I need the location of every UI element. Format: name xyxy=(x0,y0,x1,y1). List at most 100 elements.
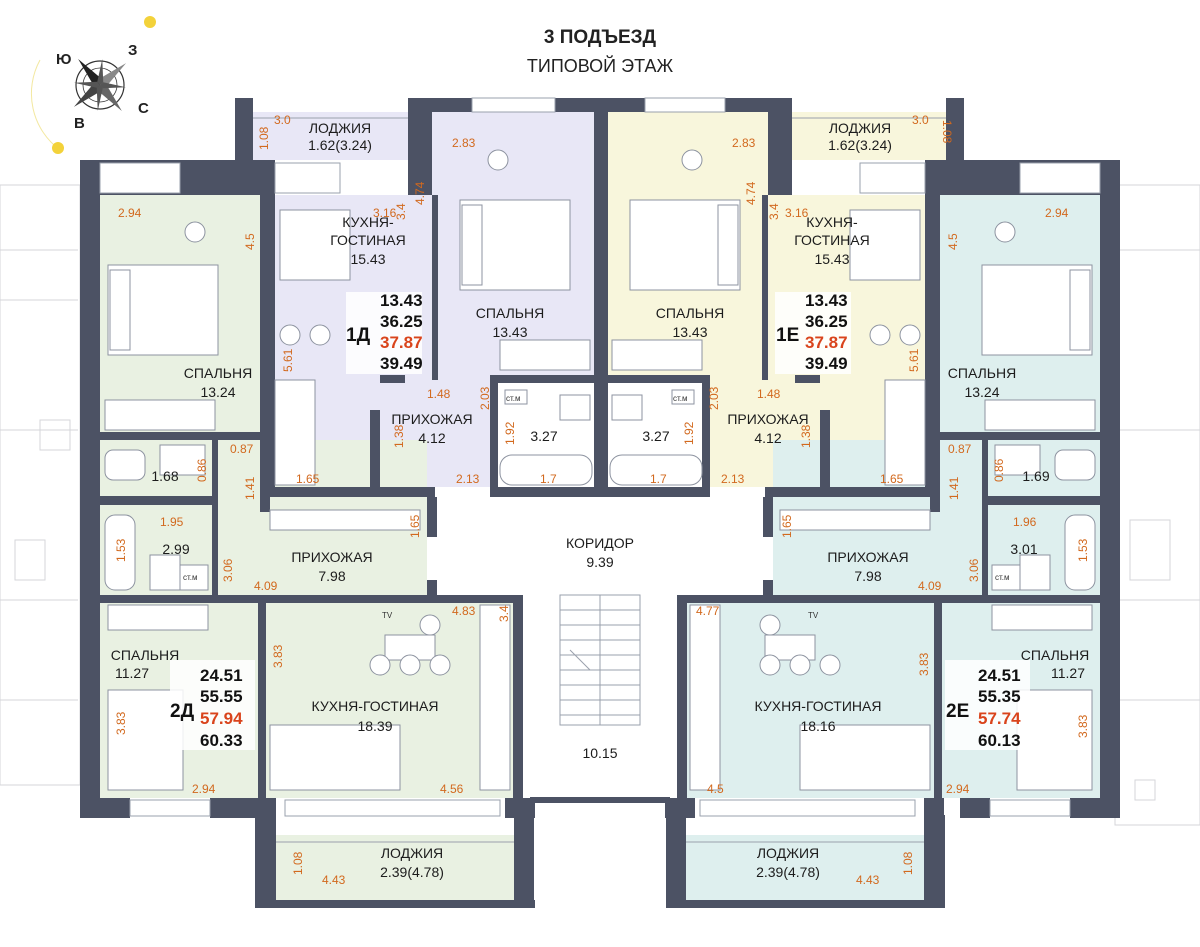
loggia-bl-area: 2.39(4.78) xyxy=(380,864,444,880)
hall-2e-name: ПРИХОЖАЯ xyxy=(827,549,908,565)
dim-label: 3.4 xyxy=(767,203,781,220)
dim-label: 1.65 xyxy=(408,514,422,538)
bed-2e-top-name: СПАЛЬНЯ xyxy=(948,365,1016,381)
dim-label: 3.16 xyxy=(785,206,809,220)
kitchen-2d-name: КУХНЯ-ГОСТИНАЯ xyxy=(312,698,439,714)
dim-label: 4.74 xyxy=(413,181,427,205)
loggia-bl-fill xyxy=(276,835,514,900)
dim-label: 0.87 xyxy=(230,442,254,456)
dim-label: 1.7 xyxy=(650,472,667,486)
dim-label: 4.5 xyxy=(707,782,724,796)
apt-1d-area-living: 13.43 xyxy=(380,291,423,310)
apartment-1d-info: 1Д 13.43 36.25 37.87 39.49 xyxy=(346,291,423,374)
dimensions-vertical: 1.08 1.08 4.74 4.74 3.4 3.4 4.5 4.5 5.61… xyxy=(114,120,1090,875)
apt-2d-area-total: 55.55 xyxy=(200,687,243,706)
bed-2e-top-area: 13.24 xyxy=(964,384,999,400)
dim-label: 2.94 xyxy=(1045,206,1069,220)
apt-1e-area-living: 13.43 xyxy=(805,291,848,310)
bed-2d-bottom-name: СПАЛЬНЯ xyxy=(111,647,179,663)
dim-label: 3.06 xyxy=(967,558,981,582)
kitchen-2e-name: КУХНЯ-ГОСТИНАЯ xyxy=(755,698,882,714)
kitchen-1e-name1: КУХНЯ- xyxy=(806,214,858,230)
dim-label: 2.03 xyxy=(707,386,721,410)
loggia-tl-name: ЛОДЖИЯ xyxy=(309,120,371,136)
dim-label: 1.96 xyxy=(1013,515,1037,529)
dim-label: 4.5 xyxy=(243,233,257,250)
stm-label: ст.м xyxy=(673,394,688,403)
dim-label: 1.38 xyxy=(799,424,813,448)
dim-label: 1.53 xyxy=(114,538,128,562)
fixtures xyxy=(104,117,1096,843)
loggia-br-fill xyxy=(686,835,924,900)
stm-label: ст.м xyxy=(995,573,1010,582)
apt-1e-area-loggia: 37.87 xyxy=(805,333,848,352)
neighbor-section-right xyxy=(1114,184,1200,826)
dim-label: 4.43 xyxy=(322,873,346,887)
windows xyxy=(99,97,1101,817)
apt-1d-area-total: 36.25 xyxy=(380,312,423,331)
dim-label: 1.08 xyxy=(940,120,954,144)
dim-label: 4.77 xyxy=(696,604,720,618)
dim-label: 2.13 xyxy=(456,472,480,486)
kitchen-2d-area: 18.39 xyxy=(357,718,392,734)
dim-label: 1.65 xyxy=(780,514,794,538)
fixture-labels: ст.м ст.м ст.м ст.м TV TV xyxy=(183,394,1010,620)
stm-label: ст.м xyxy=(183,573,198,582)
dim-label: 1.08 xyxy=(291,851,305,875)
apt-1d-area-full: 39.49 xyxy=(380,354,423,373)
staircase xyxy=(559,594,641,726)
bath-1e-area: 3.27 xyxy=(642,428,669,444)
compass-north: С xyxy=(138,100,149,117)
bath-2d-area: 2.99 xyxy=(162,541,189,557)
kitchen-1d-name2: ГОСТИНАЯ xyxy=(330,232,406,248)
apt-2d-tag: 2Д xyxy=(170,701,195,722)
stm-label: ст.м xyxy=(506,394,521,403)
tv-label: TV xyxy=(382,611,393,620)
loggia-tr-name: ЛОДЖИЯ xyxy=(829,120,891,136)
dim-label: 1.08 xyxy=(257,126,271,150)
bed-2d-top-name: СПАЛЬНЯ xyxy=(184,365,252,381)
bed-1d-area: 13.43 xyxy=(492,324,527,340)
room-labels: ЛОДЖИЯ 1.62(3.24) ЛОДЖИЯ 1.62(3.24) КУХН… xyxy=(111,120,1089,880)
loggia-br-area: 2.39(4.78) xyxy=(756,864,820,880)
dim-label: 4.83 xyxy=(452,604,476,618)
dim-label: 1.48 xyxy=(427,387,451,401)
neighbor-section-left xyxy=(0,184,81,786)
dim-label: 1.41 xyxy=(243,476,257,500)
apt-2e-area-total: 55.35 xyxy=(978,687,1021,706)
dimensions: 3.0 3.0 2.83 2.83 3.16 3.16 2.94 2.94 1.… xyxy=(118,113,1069,887)
dim-label: 2.83 xyxy=(452,136,476,150)
kitchen-1d-name1: КУХНЯ- xyxy=(342,214,394,230)
apt-1d-tag: 1Д xyxy=(346,325,371,346)
loggia-tl-area: 1.62(3.24) xyxy=(308,137,372,153)
dim-label: 3.4 xyxy=(497,605,511,622)
bed-2e-bottom-name: СПАЛЬНЯ xyxy=(1021,647,1089,663)
dim-label: 2.13 xyxy=(721,472,745,486)
dim-label: 1.65 xyxy=(880,472,904,486)
hall-1e-name: ПРИХОЖАЯ xyxy=(727,411,808,427)
tv-label: TV xyxy=(808,611,819,620)
hall-1d-name: ПРИХОЖАЯ xyxy=(391,411,472,427)
bed-1e-name: СПАЛЬНЯ xyxy=(656,305,724,321)
dim-label: 3.83 xyxy=(917,652,931,676)
dim-label: 4.5 xyxy=(946,233,960,250)
dim-label: 1.41 xyxy=(947,476,961,500)
compass-west: З xyxy=(128,42,137,59)
bath-2e-area: 3.01 xyxy=(1010,541,1037,557)
loggia-tr-fill xyxy=(792,112,946,160)
bed-2d-bottom-area: 11.27 xyxy=(115,665,149,681)
dim-label: 1.92 xyxy=(682,421,696,445)
kitchen-1e-area: 15.43 xyxy=(814,251,849,267)
apt-1e-tag: 1Е xyxy=(776,325,799,346)
stairs-area: 10.15 xyxy=(582,745,617,761)
dim-label: 2.94 xyxy=(946,782,970,796)
loggia-br-name: ЛОДЖИЯ xyxy=(757,845,819,861)
dim-label: 0.86 xyxy=(195,458,209,482)
dim-label: 4.43 xyxy=(856,873,880,887)
dim-label: 4.74 xyxy=(744,181,758,205)
kitchen-1e-name2: ГОСТИНАЯ xyxy=(794,232,870,248)
bed-1d-name: СПАЛЬНЯ xyxy=(476,305,544,321)
dim-label: 5.61 xyxy=(907,348,921,372)
loggia-bl-name: ЛОДЖИЯ xyxy=(381,845,443,861)
corridor-area: 9.39 xyxy=(586,554,613,570)
